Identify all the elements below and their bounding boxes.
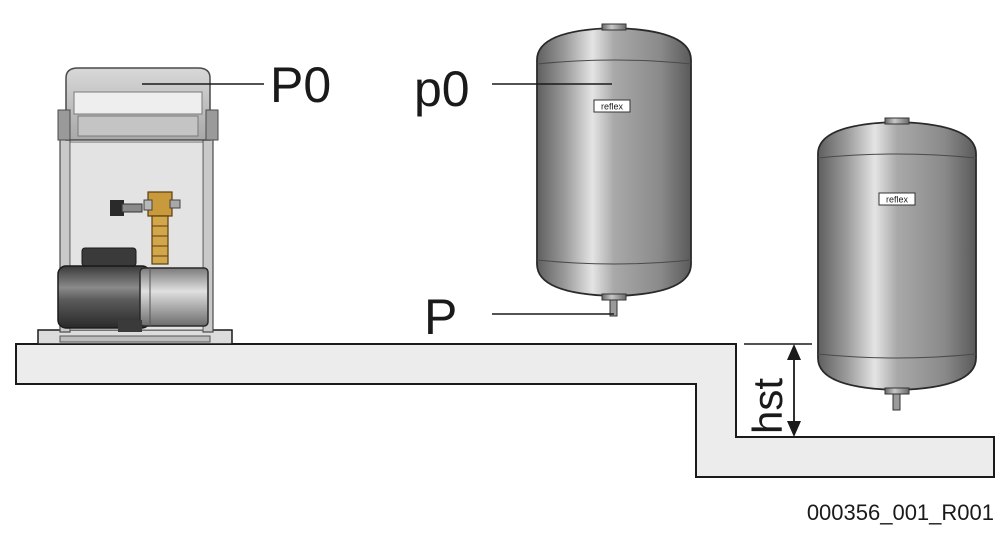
connection-pipe-right (892, 393, 901, 411)
label-vessel-precharge: p0 (414, 61, 470, 117)
label-unit-pressure: P0 (270, 57, 331, 113)
vessel-body-left (536, 27, 692, 297)
brand-plate-left (593, 99, 631, 113)
valve-assembly (110, 191, 181, 265)
label-static-height: hst (744, 378, 791, 434)
label-connection-pressure: P (424, 289, 457, 345)
floor-slab (15, 343, 995, 478)
brand-label-left: reflex (601, 102, 624, 112)
brand-label-right: reflex (886, 195, 909, 205)
pump-motor (57, 247, 209, 332)
vessel-body-right (817, 121, 977, 391)
expansion-vessel-left: reflex (536, 23, 692, 317)
expansion-vessel-right: reflex (817, 117, 977, 411)
figure-code: 000356_001_R001 (807, 500, 994, 525)
brand-plate-right (878, 192, 916, 206)
static-height-dimension (744, 343, 812, 437)
control-unit (37, 67, 233, 345)
connection-pipe-left (609, 299, 618, 317)
